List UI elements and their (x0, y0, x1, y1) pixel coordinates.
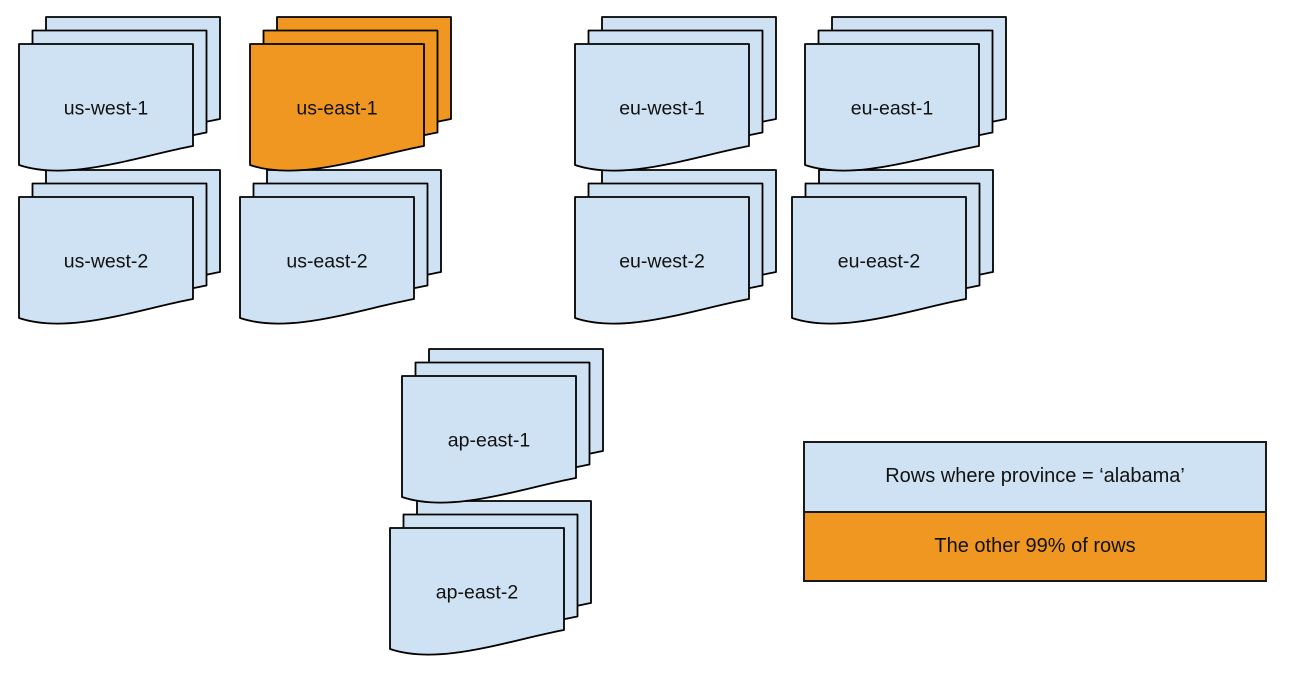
stack-ap-east-1: ap-east-1 (401, 348, 605, 505)
stack-us-east-2: us-east-2 (239, 169, 443, 326)
region-label-eu-east-1: eu-east-1 (851, 98, 933, 120)
document-stack-icon: us-east-2 (239, 169, 442, 325)
legend: Rows where province = ‘alabama’ The othe… (803, 441, 1267, 582)
region-label-eu-west-1: eu-west-1 (619, 98, 705, 120)
stack-us-east-1: us-east-1 (249, 16, 453, 173)
document-stack-icon: us-west-2 (18, 169, 221, 325)
document-icon-front (574, 196, 750, 325)
document-stack-icon: us-west-1 (18, 16, 221, 172)
stack-eu-west-1: eu-west-1 (574, 16, 778, 173)
legend-item-other-rows: The other 99% of rows (805, 510, 1265, 580)
document-stack-icon: eu-east-2 (791, 169, 994, 325)
document-icon-front (18, 196, 194, 325)
stack-eu-west-2: eu-west-2 (574, 169, 778, 326)
region-label-eu-east-2: eu-east-2 (838, 251, 920, 273)
document-icon-front (239, 196, 415, 325)
region-label-eu-west-2: eu-west-2 (619, 251, 705, 273)
region-label-us-east-1: us-east-1 (296, 98, 377, 120)
stack-eu-east-2: eu-east-2 (791, 169, 995, 326)
region-label-ap-east-1: ap-east-1 (448, 430, 530, 452)
document-icon-front (249, 43, 425, 172)
legend-label-other-rows: The other 99% of rows (934, 534, 1136, 557)
document-icon-front (18, 43, 194, 172)
stack-ap-east-2: ap-east-2 (389, 500, 593, 657)
document-icon-front (574, 43, 750, 172)
legend-label-alabama-rows: Rows where province = ‘alabama’ (885, 465, 1185, 488)
stack-eu-east-1: eu-east-1 (804, 16, 1008, 173)
document-stack-icon: eu-west-2 (574, 169, 777, 325)
region-label-us-east-2: us-east-2 (286, 251, 367, 273)
document-icon-front (791, 196, 967, 325)
stack-us-west-1: us-west-1 (18, 16, 222, 173)
document-stack-icon: ap-east-2 (389, 500, 592, 656)
region-label-ap-east-2: ap-east-2 (436, 582, 518, 604)
stack-us-west-2: us-west-2 (18, 169, 222, 326)
region-label-us-west-1: us-west-1 (64, 98, 149, 120)
region-label-us-west-2: us-west-2 (64, 251, 149, 273)
document-stack-icon: ap-east-1 (401, 348, 604, 504)
legend-item-alabama-rows: Rows where province = ‘alabama’ (805, 443, 1265, 511)
document-stack-icon: eu-west-1 (574, 16, 777, 172)
document-stack-icon: eu-east-1 (804, 16, 1007, 172)
document-icon-front (804, 43, 980, 172)
document-stack-icon: us-east-1 (249, 16, 452, 172)
document-icon-front (401, 375, 577, 504)
document-icon-front (389, 527, 565, 656)
